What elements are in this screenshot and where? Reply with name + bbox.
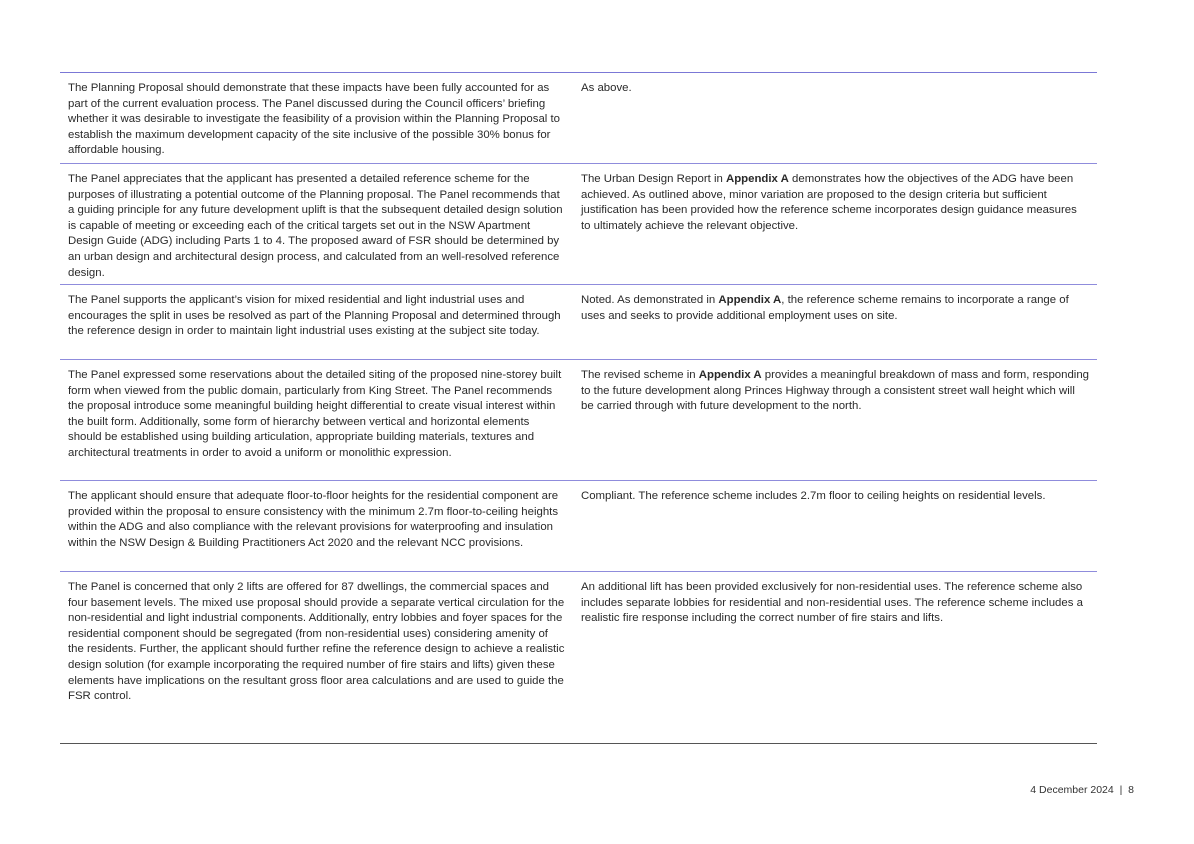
comments-response-table: The Planning Proposal should demonstrate… — [60, 72, 1097, 744]
response-text: demonstrates how the objectives of the A… — [581, 173, 1077, 232]
response: An additional lift has been provided exc… — [573, 572, 1097, 743]
table-row: The Panel is concerned that only 2 lifts… — [60, 572, 1097, 744]
table-row: The Panel supports the applicant’s visio… — [60, 285, 1097, 360]
response: As above. — [573, 73, 1097, 163]
table-row: The Planning Proposal should demonstrate… — [60, 73, 1097, 164]
panel-comment: The Panel supports the applicant’s visio… — [68, 294, 561, 338]
panel-comment: The Planning Proposal should demonstrate… — [68, 82, 560, 157]
appendix-reference: Appendix A — [718, 294, 782, 306]
appendix-reference: Appendix A — [698, 369, 762, 381]
appendix-reference: Appendix A — [726, 173, 789, 185]
table-row: The applicant should ensure that adequat… — [60, 481, 1097, 572]
footer-date: 4 December 2024 — [1030, 784, 1114, 796]
response: Noted. As demonstrated in Appendix A, th… — [573, 285, 1097, 359]
response-text: As above. — [581, 82, 632, 94]
footer-separator: | — [1119, 784, 1123, 796]
table-row: The Panel expressed some reservations ab… — [60, 360, 1097, 481]
response-text: Noted. As demonstrated in — [581, 294, 719, 306]
panel-comment: The applicant should ensure that adequat… — [68, 490, 559, 549]
response-text: The revised scheme in — [581, 369, 699, 381]
response: The revised scheme in Appendix A provide… — [573, 360, 1097, 480]
panel-comment: The Panel expressed some reservations ab… — [68, 369, 562, 459]
page-number: 8 — [1128, 784, 1134, 796]
response: Compliant. The reference scheme includes… — [573, 481, 1097, 571]
response-text: Compliant. The reference scheme includes… — [581, 490, 1046, 502]
table-row: The Panel appreciates that the applicant… — [60, 164, 1097, 285]
response: The Urban Design Report in Appendix A de… — [573, 164, 1097, 284]
panel-comment: The Panel is concerned that only 2 lifts… — [68, 581, 565, 703]
response-text: , the reference scheme remains to incorp… — [581, 294, 1069, 322]
response-text: The Urban Design Report in — [581, 173, 726, 185]
response-text: provides a meaningful breakdown of mass … — [581, 369, 1089, 413]
panel-comment: The Panel appreciates that the applicant… — [68, 173, 563, 279]
response-text: An additional lift has been provided exc… — [581, 581, 1083, 625]
page-footer: 4 December 2024 | 8 — [1030, 784, 1134, 796]
